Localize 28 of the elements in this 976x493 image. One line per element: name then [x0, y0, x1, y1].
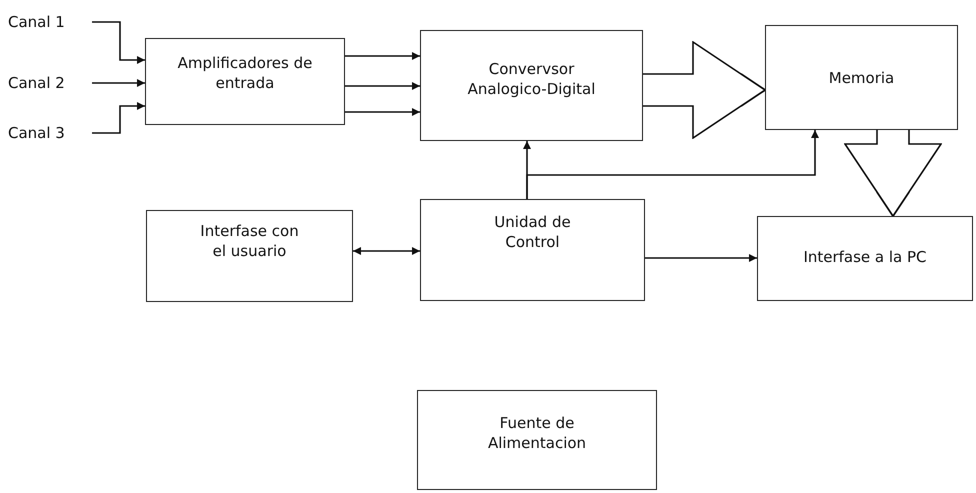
process-box — [417, 390, 657, 490]
arrow — [353, 247, 420, 255]
block-arrow — [844, 130, 942, 217]
box-label: Interfase con el usuario — [199, 221, 300, 262]
arrow — [345, 108, 420, 116]
process-box — [765, 25, 958, 130]
process-box — [420, 199, 645, 301]
arrow — [92, 79, 145, 87]
process-box — [145, 38, 345, 125]
arrow — [92, 102, 145, 134]
box-label: Amplificadores de entrada — [176, 53, 314, 94]
block-arrow — [643, 41, 766, 139]
box-label: Convervsor Analogico-Digital — [466, 59, 596, 100]
box-label: Unidad de Control — [493, 212, 572, 252]
channel-label: Canal 1 — [8, 11, 92, 33]
process-box — [757, 216, 973, 301]
arrow — [345, 52, 420, 60]
arrow — [645, 254, 757, 262]
arrow — [345, 82, 420, 90]
box-label: Memoria — [828, 68, 894, 88]
box-label: Interfase a la PC — [803, 247, 927, 268]
arrow — [92, 21, 145, 64]
channel-label: Canal 2 — [8, 72, 92, 94]
arrow — [526, 130, 819, 199]
channel-label: Canal 3 — [8, 122, 92, 144]
process-box — [420, 30, 643, 141]
box-label: Fuente de Alimentacion — [486, 413, 588, 454]
process-box — [146, 210, 353, 302]
